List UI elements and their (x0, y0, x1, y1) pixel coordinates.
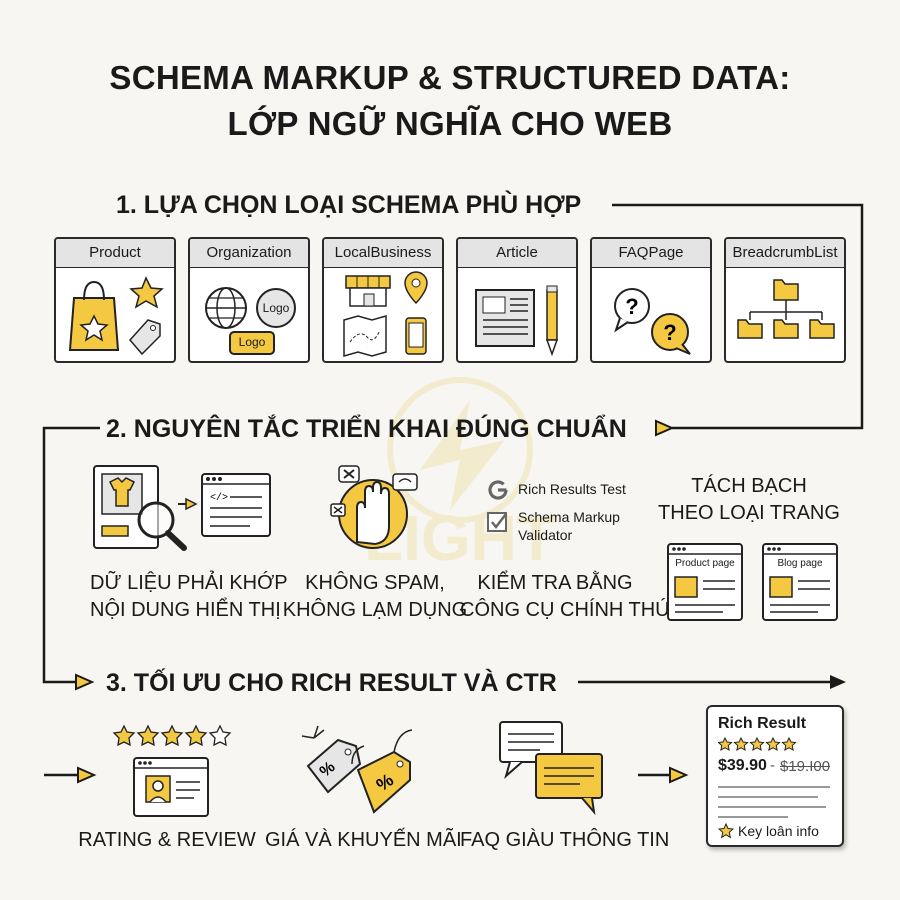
shopping-bag-star-tag-icon (68, 276, 164, 356)
section3-title: 3. TỐI ƯU CHO RICH RESULT VÀ CTR (106, 669, 557, 697)
price-promo-caption: GIÁ VÀ KHUYẾN MÃI (265, 829, 462, 851)
principle3-caption-line1: KIỂM TRA BẰNG (477, 572, 633, 594)
rating-review-caption: RATING & REVIEW (78, 829, 256, 851)
principle1-caption-line2: NỘI DUNG HIỂN THỊ (90, 599, 281, 621)
newspaper-pencil-icon (475, 285, 559, 357)
logo-badge-rect: Logo (238, 335, 266, 349)
logo-badge-circle: Logo (262, 301, 290, 315)
principle1-caption-line1: DỮ LIỆU PHẢI KHỚP (90, 572, 288, 594)
schema-card-faqpage[interactable]: FAQPage ? ? (590, 237, 712, 363)
rich-result-text-lines (718, 786, 830, 818)
schema-card-breadcrumblist[interactable]: BreadcrumbList (724, 237, 846, 363)
svg-text:</>: </> (210, 492, 228, 504)
blog-page-icon (762, 543, 838, 621)
chat-bubbles-icon (499, 721, 603, 816)
rich-result-stars-icon (718, 737, 797, 751)
schema-card-localbusiness[interactable]: LocalBusiness (322, 237, 444, 363)
store-map-pin-phone-icon (343, 271, 428, 357)
product-page-label: Product page (675, 558, 735, 569)
page-title-line1: SCHEMA MARKUP & STRUCTURED DATA: (109, 59, 791, 96)
card-label: BreadcrumbList (726, 239, 844, 268)
google-g-icon (488, 480, 508, 500)
question-bubbles-icon: ? ? (614, 288, 691, 355)
schema-card-organization[interactable]: Organization Logo Logo (188, 237, 310, 363)
product-page-icon (667, 543, 743, 621)
page-title-line2: LỚP NGỮ NGHĨA CHO WEB (227, 105, 673, 142)
schema-card-product[interactable]: Product (54, 237, 176, 363)
principle3-caption-line2: CÔNG CỤ CHÍNH THỨC (460, 599, 687, 621)
principle4-heading-line1: TÁCH BẠCH (691, 475, 807, 497)
section1-title: 1. LỰA CHỌN LOẠI SCHEMA PHÙ HỢP (116, 191, 582, 219)
rich-result-note: Key loân info (738, 823, 819, 839)
principle2-caption-line1: KHÔNG SPAM, (305, 572, 445, 594)
card-label: LocalBusiness (324, 239, 442, 268)
card-label: FAQPage (592, 239, 710, 268)
rating-window-icon (112, 724, 232, 817)
svg-text:?: ? (625, 294, 638, 319)
card-label: Article (458, 239, 576, 268)
rich-result-separator: - (770, 757, 775, 774)
rich-result-title: Rich Result (718, 715, 807, 732)
blog-page-label: Blog page (777, 558, 823, 569)
folder-tree-icon (737, 279, 835, 339)
content-code-match-icon: </> (93, 465, 271, 551)
rich-result-card: Rich Result $39.90 - $19.I00 Key loân in… (706, 705, 844, 847)
svg-text:?: ? (663, 320, 676, 345)
stop-hand-icon (330, 465, 418, 549)
section2-title: 2. NGUYÊN TẮC TRIỂN KHAI ĐÚNG CHUẨN (106, 415, 627, 443)
tool-schema-markup: Schema Markup (518, 509, 620, 525)
principle4-heading-line2: THEO LOẠI TRANG (658, 502, 840, 524)
rich-result-price: $39.90 (718, 757, 767, 774)
globe-logo-icon (205, 287, 296, 355)
faq-caption: FAQ GIÀU THÔNG TIN (460, 829, 670, 851)
schema-card-article[interactable]: Article (456, 237, 578, 363)
rich-result-old-price: $19.I00 (780, 758, 831, 775)
tool-validator: Validator (518, 527, 573, 543)
price-tags-icon: % % (301, 725, 413, 814)
card-label: Product (56, 239, 174, 268)
principle2-caption-line2: KHÔNG LẠM DỤNG (282, 599, 468, 621)
arrowhead-section2 (655, 419, 675, 437)
key-info-star-icon (718, 823, 734, 839)
tool-rich-results-test: Rich Results Test (518, 481, 626, 497)
card-label: Organization (190, 239, 308, 268)
checkbox-checked-icon (487, 512, 507, 532)
